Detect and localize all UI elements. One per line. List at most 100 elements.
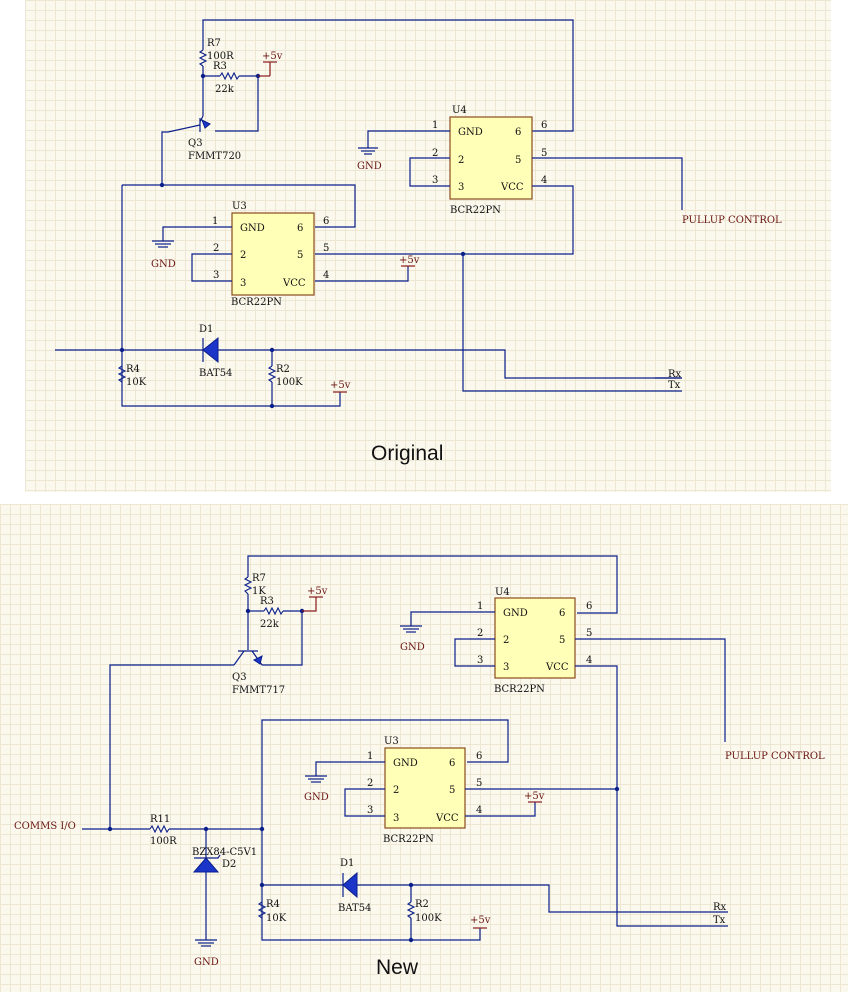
u3-inner-5: 5 (297, 250, 303, 261)
r11-val: 100R (150, 836, 177, 847)
u4-pin6-num: 6 (541, 120, 547, 131)
wire-u3-vcc (465, 802, 536, 817)
pwr-label-u3: +5v (399, 255, 420, 266)
wire-u3-gnd (162, 226, 232, 241)
d1-part: BAT54 (338, 903, 371, 914)
resistor-r2 (267, 365, 277, 383)
wire-u4-loop-2-3 (454, 638, 495, 667)
junction (614, 786, 620, 792)
wire-r7-to-u4-pin6 (202, 19, 574, 132)
u3-pin5-num: 5 (323, 243, 329, 254)
u4-pin2-num: 2 (432, 148, 438, 159)
u4-inner-3: 3 (503, 662, 509, 673)
u3-pin2-num: 2 (367, 778, 373, 789)
u4-pin3-num: 3 (432, 175, 438, 186)
junction (107, 826, 113, 832)
u3-inner-3: 3 (393, 813, 399, 824)
wire-u4-pin5-pullup (532, 157, 683, 210)
r7-val: 1K (252, 586, 266, 597)
r4-ref: R4 (126, 364, 140, 375)
wire-rx (357, 884, 728, 913)
q3-ref: Q3 (188, 138, 203, 149)
junction (408, 937, 414, 943)
wire-q3-collector-left (109, 664, 234, 829)
gnd-label-u3: GND (151, 259, 176, 270)
pullup-control-label: PULLUP CONTROL (725, 751, 825, 762)
original-caption: Original (371, 442, 443, 465)
u3-inner-6: 6 (297, 223, 303, 234)
q3-ref: Q3 (232, 672, 247, 683)
u4-pin2-num: 2 (477, 628, 483, 639)
junction (119, 347, 125, 353)
pwr-label-r2: +5v (470, 915, 491, 926)
r3-ref: R3 (260, 596, 274, 607)
u4-ref: U4 (495, 587, 510, 598)
rx-label: Rx (668, 369, 682, 380)
u3-pin2-num: 2 (213, 243, 219, 254)
wire-u4-gnd (410, 611, 495, 626)
u3-gnd-label: GND (240, 223, 265, 234)
ic-u3 (231, 212, 315, 296)
r11-ref: R11 (150, 814, 170, 825)
transistor-q3-arrow (201, 118, 211, 129)
gnd-label: GND (357, 161, 382, 172)
r3-val: 22k (215, 84, 235, 95)
diode-d2-bar (194, 854, 221, 859)
wire-tx (462, 254, 682, 392)
gnd-label-d2: GND (194, 957, 219, 968)
wire-pwr (302, 597, 317, 612)
junction (269, 403, 275, 409)
q3-part: FMMT717 (232, 685, 285, 696)
resistor-r4 (257, 901, 267, 919)
new-caption: New (376, 956, 419, 979)
wire-u3-loop-2-3 (344, 788, 385, 817)
r7-ref: R7 (252, 573, 266, 584)
transistor-q3-collector (167, 124, 201, 133)
wire-q3-down (161, 131, 168, 185)
u4-pin6-num: 6 (586, 601, 592, 612)
r4-val: 10K (266, 913, 287, 924)
r7-ref: R7 (207, 38, 221, 49)
new-schematic: COMMS I/O R11 100R GND BZX84-C5V1 D2 U4 … (14, 555, 825, 979)
u4-part: BCR22PN (450, 205, 501, 216)
u3-part: BCR22PN (383, 834, 434, 845)
wire-u4-pin4-tx (575, 665, 728, 927)
u3-pin6-num: 6 (323, 216, 329, 227)
ic-u3 (384, 747, 466, 829)
diode-d2 (192, 857, 220, 873)
wire-r7-to-u4-pin6 (247, 555, 618, 614)
u3-inner-5: 5 (449, 785, 455, 796)
tx-label: Tx (713, 915, 726, 926)
gnd-label-u4: GND (400, 642, 425, 653)
u3-inner-2: 2 (393, 785, 399, 796)
d1-ref: D1 (199, 324, 213, 335)
u3-ref: U3 (232, 201, 247, 212)
original-schematic-panel: U4 BCR22PN GND VCC 2 3 6 5 1 GND 2 3 6 5… (25, 0, 831, 492)
u3-ref: U3 (384, 736, 399, 747)
u4-part: BCR22PN (494, 684, 545, 695)
r3-val: 22k (260, 619, 280, 630)
u4-inner-6: 6 (559, 608, 565, 619)
wire-bus-u3-pin6 (122, 184, 356, 228)
u3-pin6-num: 6 (476, 751, 482, 762)
resistor-r2 (406, 901, 416, 919)
u4-gnd-label: GND (458, 127, 483, 138)
u3-vcc-label: VCC (435, 813, 459, 824)
pullup-control-label: PULLUP CONTROL (682, 215, 782, 226)
u4-inner-2: 2 (458, 155, 464, 166)
u3-pin3-num: 3 (213, 270, 219, 281)
r3-ref: R3 (213, 61, 227, 72)
original-schematic: U4 BCR22PN GND VCC 2 3 6 5 1 GND 2 3 6 5… (55, 19, 782, 465)
ic-u4 (494, 597, 576, 679)
r7-val: 100R (207, 51, 234, 62)
u3-inner-3: 3 (240, 278, 246, 289)
u3-pin4-num: 4 (476, 805, 482, 816)
wire-r3-q3 (262, 611, 303, 666)
new-schematic-panel: COMMS I/O R11 100R GND BZX84-C5V1 D2 U4 … (0, 504, 848, 992)
u4-gnd-label: GND (503, 608, 528, 619)
r2-val: 100K (415, 913, 442, 924)
u4-pin5-num: 5 (541, 148, 547, 159)
u4-pin4-num: 4 (541, 175, 547, 186)
u3-inner-6: 6 (449, 758, 455, 769)
r2-val: 100K (276, 377, 303, 388)
